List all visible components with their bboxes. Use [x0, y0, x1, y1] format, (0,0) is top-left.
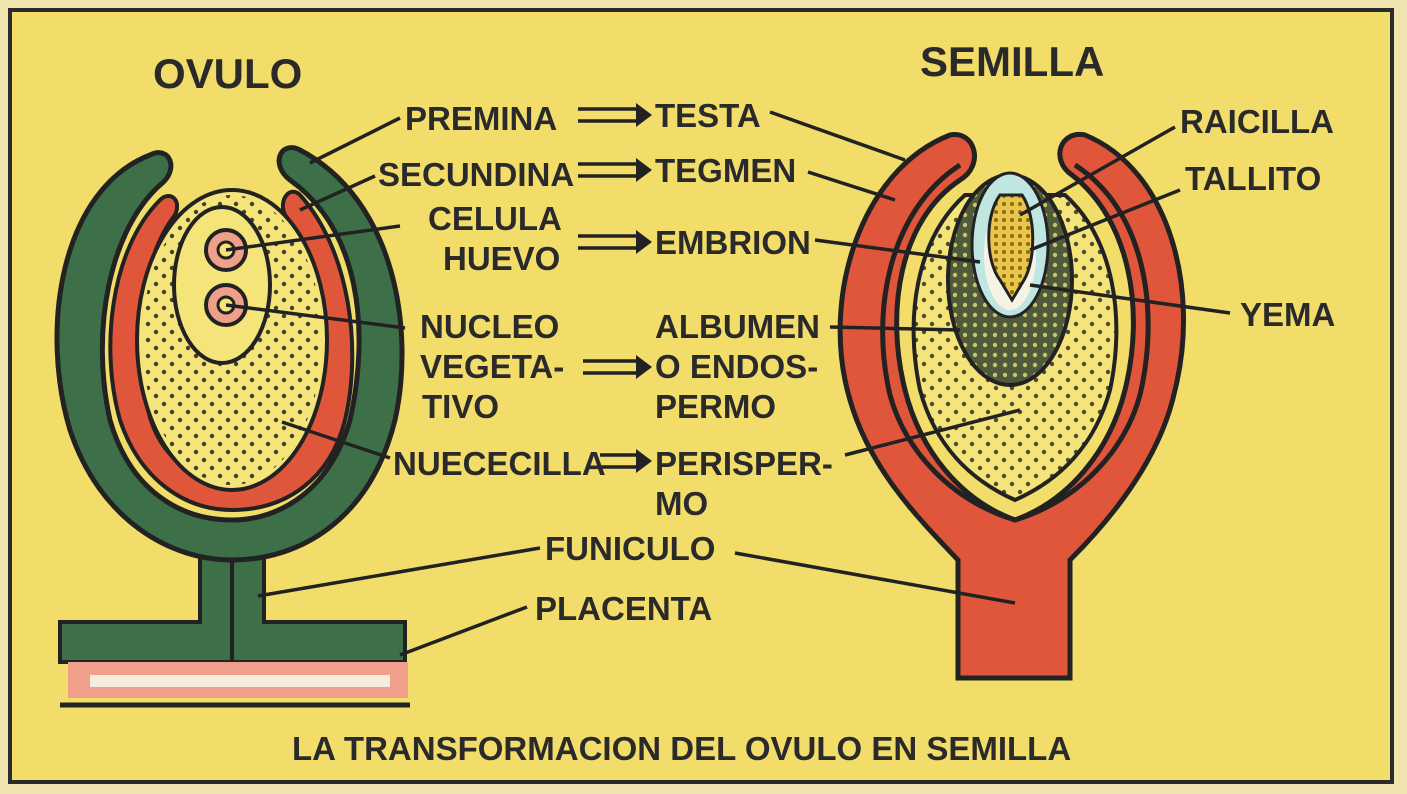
label-tegmen: TEGMEN — [655, 152, 796, 189]
ovule-figure — [54, 145, 410, 708]
label-mo: MO — [655, 485, 708, 522]
embryo — [987, 193, 1035, 303]
seed-figure — [837, 132, 1187, 681]
seed-title: SEMILLA — [920, 38, 1104, 85]
seed-tegmen — [880, 162, 1151, 523]
leader-lines — [225, 110, 1231, 657]
ovule-title: OVULO — [153, 50, 302, 97]
label-vegeta: VEGETA- — [420, 348, 564, 385]
label-albumen: ALBUMEN — [655, 308, 820, 345]
label-celula: CELULA — [428, 200, 562, 237]
label-tivo: TIVO — [422, 388, 499, 425]
arrow-premina-testa — [578, 103, 652, 127]
seed-testa — [837, 132, 1187, 681]
label-yema: YEMA — [1240, 296, 1335, 333]
label-tallito: TALLITO — [1185, 160, 1321, 197]
label-embrion: EMBRION — [655, 224, 811, 261]
label-testa: TESTA — [655, 97, 761, 134]
caption: LA TRANSFORMACION DEL OVULO EN SEMILLA — [292, 730, 1071, 767]
outer-integument — [54, 145, 405, 563]
label-secundina: SECUNDINA — [378, 156, 574, 193]
arrow-nuececilla-perisperm — [600, 449, 652, 473]
label-placenta: PLACENTA — [535, 590, 712, 627]
arrow-secundina-tegmen — [578, 158, 652, 182]
label-perisper: PERISPER- — [655, 445, 833, 482]
label-nuececilla: NUECECILLA — [393, 445, 606, 482]
placenta-stripe — [90, 675, 390, 687]
label-huevo: HUEVO — [443, 240, 560, 277]
arrow-celula-embrion — [578, 230, 652, 254]
label-nucleo: NUCLEO — [420, 308, 559, 345]
label-premina: PREMINA — [405, 100, 557, 137]
label-raicilla: RAICILLA — [1180, 103, 1334, 140]
label-permo: PERMO — [655, 388, 776, 425]
transform-arrows — [578, 103, 652, 473]
label-funiculo: FUNICULO — [545, 530, 715, 567]
label-o-endos: O ENDOS- — [655, 348, 818, 385]
arrow-nucleo-albumen — [583, 355, 652, 379]
